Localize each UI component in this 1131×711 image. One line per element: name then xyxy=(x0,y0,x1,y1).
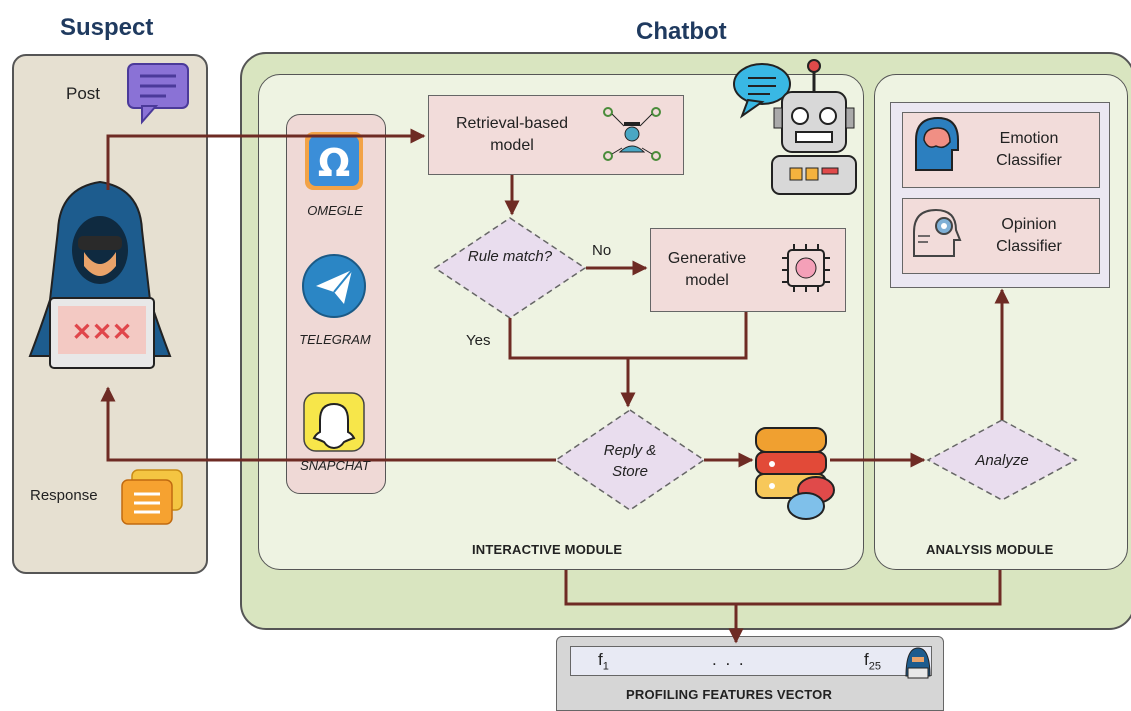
arrow-modules-merge xyxy=(564,570,1002,606)
mini-hacker-icon xyxy=(905,647,931,679)
arrow-reply-to-suspect xyxy=(100,386,556,462)
post-icon xyxy=(127,63,189,125)
analyze-diamond xyxy=(926,419,1078,501)
chatbot-title: Chatbot xyxy=(636,18,727,45)
yes-branch-label: Yes xyxy=(466,332,491,349)
feature-ellipsis: . . . xyxy=(712,650,746,669)
reply-store-label: Reply & Store xyxy=(603,442,657,480)
database-icon xyxy=(755,427,835,520)
no-branch-label: No xyxy=(592,242,612,259)
robot-icon xyxy=(733,59,857,195)
hacker-icon: ✕✕✕ xyxy=(28,180,172,369)
suspect-title: Suspect xyxy=(60,14,154,41)
omega-icon: Ω xyxy=(305,132,363,190)
platform-label-snapchat: SNAPCHAT xyxy=(300,458,370,473)
feature-first-symbol: f xyxy=(598,650,603,669)
svg-text:✕✕✕: ✕✕✕ xyxy=(72,319,132,346)
profiling-vector-bar xyxy=(570,646,932,676)
analysis-module-label: ANALYSIS MODULE xyxy=(926,542,1054,557)
retrieval-model-label: Retrieval-based model xyxy=(455,115,569,154)
rule-match-diamond xyxy=(433,217,587,319)
rule-match-label: Rule match? xyxy=(467,248,553,265)
retrieval-model-box: Retrieval-based model xyxy=(428,95,684,175)
response-label: Response xyxy=(30,487,98,504)
response-icon xyxy=(121,469,183,525)
brain-icon xyxy=(915,116,959,171)
interactive-module-label: INTERACTIVE MODULE xyxy=(472,542,623,557)
feature-first-index: 1 xyxy=(602,660,609,673)
retrieval-network-icon xyxy=(603,107,661,161)
ai-chip-icon xyxy=(782,244,830,292)
paper-plane-icon xyxy=(302,254,366,318)
opinion-classifier-label: Opinion Classifier xyxy=(996,216,1062,255)
emotion-classifier-label: Emotion Classifier xyxy=(996,130,1062,169)
arrow-post-to-retrieval xyxy=(106,128,426,190)
arrow-rule-yes xyxy=(508,312,748,360)
platform-label-telegram: TELEGRAM xyxy=(299,332,371,347)
feature-last-symbol: f xyxy=(864,650,869,669)
feature-last-index: 25 xyxy=(868,660,881,673)
platform-label-omegle: OMEGLE xyxy=(307,203,363,218)
post-label: Post xyxy=(66,84,101,103)
ghost-icon xyxy=(303,392,365,452)
generative-model-label: Generative model xyxy=(667,250,747,289)
profiling-vector-label: PROFILING FEATURES VECTOR xyxy=(626,687,833,702)
feature-last: f25 xyxy=(864,650,881,672)
analyze-label: Analyze xyxy=(975,452,1029,469)
head-gear-icon xyxy=(913,208,962,257)
svg-text:Ω: Ω xyxy=(318,141,350,185)
reply-store-diamond xyxy=(554,409,706,511)
feature-first: f1 xyxy=(598,650,609,672)
